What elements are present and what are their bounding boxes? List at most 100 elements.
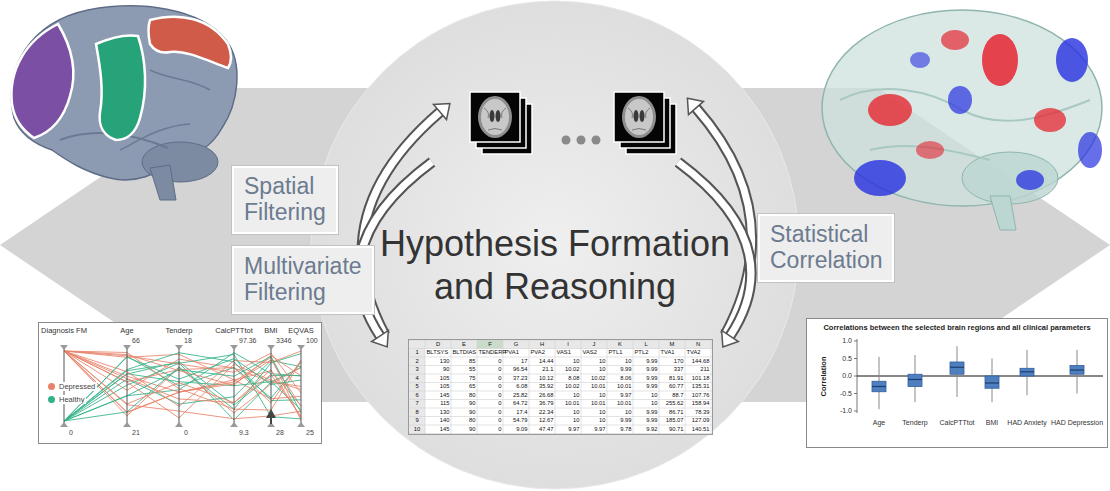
axis-min: 25 — [306, 429, 314, 437]
mri-sulci — [628, 108, 650, 130]
sheet-cell: 185.07 — [666, 417, 684, 424]
axis-marker — [123, 345, 131, 350]
sheet-cell: 8 — [415, 409, 418, 416]
selected-col-header — [477, 340, 503, 349]
category-label: HAD Depression — [1051, 419, 1103, 427]
iqr-box — [1020, 368, 1034, 376]
sheet-cell: 10 — [414, 426, 420, 433]
sheet-cell: 5 — [415, 383, 418, 390]
sheet-cell: 10 — [573, 417, 579, 424]
median-line — [985, 382, 999, 383]
median-line — [872, 386, 886, 387]
sheet-cell: 9.99 — [620, 417, 631, 424]
sheet-cell: PTL2 — [635, 349, 649, 356]
chart-title: Correlations between the selected brain … — [823, 323, 1090, 332]
axis-min: 0 — [184, 429, 188, 437]
activation-blob — [1034, 108, 1066, 132]
iqr-box — [985, 376, 999, 388]
sheet-cell: 130 — [440, 409, 450, 416]
sheet-cell: 65 — [469, 383, 475, 390]
grid-line — [409, 391, 712, 392]
tick-mark — [854, 393, 857, 394]
grid-line — [711, 340, 712, 434]
activation-blob — [868, 94, 912, 126]
sheet-cell: 10.01 — [591, 383, 606, 390]
legend-label: Healthy — [57, 395, 86, 404]
sheet-cell: H — [540, 341, 544, 348]
deactivation-blob — [948, 86, 972, 114]
axis-min: 28 — [276, 429, 284, 437]
sheet-cell: VAS1 — [557, 349, 571, 356]
mri-skull — [622, 96, 656, 138]
sheet-cell: 22.34 — [539, 409, 554, 416]
sheet-cell: 96.54 — [513, 366, 528, 373]
brush-marker — [266, 409, 276, 418]
sheet-cell: 10 — [599, 366, 605, 373]
sheet-cell: 90 — [469, 426, 475, 433]
axis-max: 3346 — [276, 337, 292, 345]
sheet-cell: N — [696, 341, 700, 348]
grid-line — [659, 340, 660, 434]
sheet-cell: 0 — [498, 358, 501, 365]
axis-max: 97.36 — [239, 337, 257, 345]
axis-min: 9.3 — [239, 429, 249, 437]
mri-tissue — [481, 99, 509, 135]
mri-slice — [614, 92, 664, 142]
mri-slice — [470, 92, 520, 142]
grid-line — [555, 340, 556, 434]
data-line — [64, 351, 301, 412]
data-line — [64, 357, 301, 421]
brain-surface-illustration — [11, 6, 237, 200]
grid-line — [633, 340, 634, 434]
sheet-cell: 9.09 — [516, 426, 527, 433]
grid-line — [409, 357, 712, 358]
sheet-cell: 60.77 — [669, 383, 684, 390]
sheet-cell: 158.94 — [692, 400, 710, 407]
sheet-cell: D — [436, 341, 440, 348]
mri-sulci — [484, 108, 506, 130]
axis-name: BMI — [264, 326, 277, 335]
sheet-cell: 6 — [415, 392, 418, 399]
sheet-cell: 26.68 — [539, 392, 554, 399]
sheet-cell: 10.02 — [565, 383, 580, 390]
axis-max: 66 — [132, 337, 140, 345]
sheet-cell: 9.92 — [646, 426, 657, 433]
parietal-region — [149, 17, 232, 68]
iqr-box — [1070, 366, 1084, 375]
sheet-cell: TVA2 — [687, 349, 701, 356]
iqr-box — [950, 362, 964, 374]
sheet-cell: K — [618, 341, 622, 348]
mri-ventricle — [640, 110, 645, 122]
sheet-cell: 211 — [700, 366, 709, 373]
ellipsis-dot — [577, 136, 586, 145]
tick-label: 0.0 — [842, 372, 852, 380]
deactivation-blob — [1078, 132, 1102, 168]
sheet-cell: 9.99 — [646, 383, 657, 390]
sheet-cell: 337 — [674, 366, 684, 373]
grid-line — [529, 340, 530, 434]
sheet-cell: 255.62 — [666, 400, 684, 407]
sheet-cell: 10 — [599, 417, 605, 424]
grid-line — [409, 365, 712, 366]
iqr-box — [872, 381, 886, 392]
brush-line — [270, 418, 272, 424]
sheet-cell: 170 — [674, 358, 684, 365]
sheet-cell: 9.99 — [646, 409, 657, 416]
sheet-cell: 0 — [498, 383, 501, 390]
sheet-cell: BLTSYS — [427, 349, 449, 356]
sheet-cell: 37.23 — [513, 375, 528, 382]
mri-skull — [478, 96, 512, 138]
axis-line — [234, 347, 235, 425]
sheet-cell: 105 — [440, 383, 450, 390]
sheet-cell: 10.01 — [617, 400, 632, 407]
legend-swatch — [48, 396, 55, 403]
tick-label: 0.5 — [842, 355, 852, 363]
sheet-cell: 3 — [415, 366, 418, 373]
glass-stem — [990, 196, 1016, 230]
sheet-cell: 12.67 — [539, 417, 554, 424]
arrow-head — [722, 330, 739, 346]
axis-min: 21 — [132, 429, 140, 437]
category-label: Tenderp — [902, 419, 927, 427]
sheet-cell: 145 — [440, 392, 450, 399]
sheet-cell: 4 — [415, 375, 418, 382]
